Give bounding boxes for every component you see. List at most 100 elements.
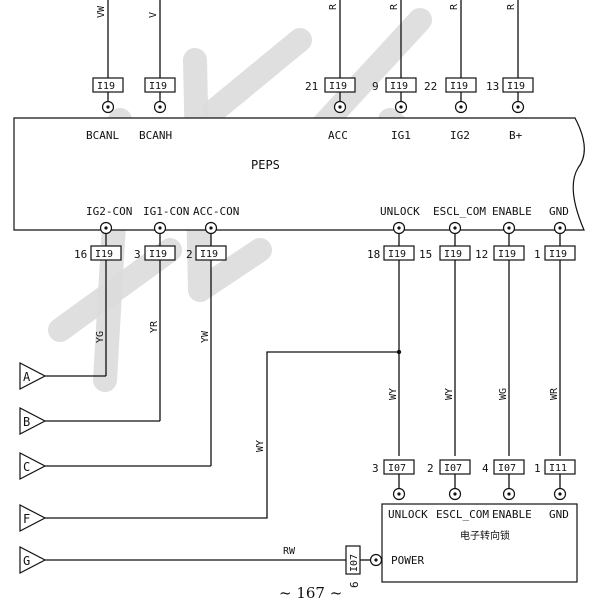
svg-text:I07: I07 <box>349 554 360 572</box>
svg-text:I19: I19 <box>95 249 113 260</box>
page-number: ~ 167 ~ <box>279 584 342 602</box>
svg-text:3: 3 <box>134 248 141 261</box>
bottom-pin-enable: ENABLE 12 I19 WG <box>475 205 532 456</box>
svg-text:WY: WY <box>388 388 399 400</box>
svg-text:9: 9 <box>372 80 379 93</box>
svg-text:UNLOCK: UNLOCK <box>388 508 428 521</box>
svg-text:I19: I19 <box>200 249 218 260</box>
terminal-b: B <box>19 407 47 435</box>
peps-module-box <box>13 117 585 231</box>
terminal-a: A <box>19 362 47 390</box>
svg-text:R: R <box>506 3 517 10</box>
svg-text:21: 21 <box>305 80 318 93</box>
svg-text:22: 22 <box>424 80 437 93</box>
svg-text:IG1: IG1 <box>391 129 411 142</box>
svg-text:I19: I19 <box>507 81 525 92</box>
svg-text:B+: B+ <box>509 129 523 142</box>
svg-text:RW: RW <box>283 546 296 557</box>
top-pin-acc: R 21 I19 ACC <box>305 0 356 142</box>
svg-text:12: 12 <box>475 248 488 261</box>
svg-text:YR: YR <box>149 320 160 333</box>
svg-text:I19: I19 <box>498 249 516 260</box>
svg-text:I19: I19 <box>329 81 347 92</box>
svg-text:BCANH: BCANH <box>139 129 172 142</box>
ecl-module-box <box>381 503 578 583</box>
svg-text:R: R <box>449 3 460 10</box>
svg-text:BCANL: BCANL <box>86 129 119 142</box>
svg-text:I19: I19 <box>97 81 115 92</box>
svg-text:4: 4 <box>482 462 489 475</box>
svg-text:2: 2 <box>427 462 434 475</box>
svg-text:6: 6 <box>348 581 361 588</box>
wy-feed-wire: WY <box>45 349 402 519</box>
svg-text:WY: WY <box>255 440 266 452</box>
svg-text:WG: WG <box>498 388 509 400</box>
svg-text:ENABLE: ENABLE <box>492 205 532 218</box>
svg-text:I19: I19 <box>388 249 406 260</box>
svg-text:VW: VW <box>96 5 107 18</box>
svg-text:I19: I19 <box>390 81 408 92</box>
svg-text:I19: I19 <box>149 81 167 92</box>
svg-text:I07: I07 <box>498 463 516 474</box>
ecl-pin-unlock: 3 I07 UNLOCK <box>372 459 428 521</box>
svg-text:ESCL_COM: ESCL_COM <box>436 508 489 521</box>
svg-text:R: R <box>389 3 400 10</box>
bottom-pin-ig1-con: IG1-CON 3 I19 YR <box>134 205 189 421</box>
svg-text:B: B <box>23 415 30 429</box>
bottom-pin-gnd: GND 1 I19 WR <box>534 205 576 456</box>
svg-text:2: 2 <box>186 248 193 261</box>
ecl-pin-enable: 4 I07 ENABLE <box>482 459 532 521</box>
svg-text:I11: I11 <box>549 463 567 474</box>
peps-label: PEPS <box>251 158 280 172</box>
svg-text:YW: YW <box>200 330 211 343</box>
svg-text:ACC-CON: ACC-CON <box>193 205 239 218</box>
svg-text:V: V <box>148 12 159 18</box>
svg-text:GND: GND <box>549 205 569 218</box>
svg-text:ENABLE: ENABLE <box>492 508 532 521</box>
svg-text:IG2: IG2 <box>450 129 470 142</box>
terminal-c: C <box>19 452 47 480</box>
svg-text:18: 18 <box>367 248 380 261</box>
bottom-pin-escl-com: ESCL_COM 15 I19 WY <box>419 205 486 456</box>
ecl-pin-escl-com: 2 I07 ESCL_COM <box>427 459 489 521</box>
svg-text:1: 1 <box>534 248 541 261</box>
top-pin-bcanl: VW I19 BCANL <box>86 0 124 142</box>
svg-text:3: 3 <box>372 462 379 475</box>
bottom-pin-ig2-con: IG2-CON 16 I19 YG <box>74 205 132 376</box>
svg-text:WY: WY <box>444 388 455 400</box>
svg-text:1: 1 <box>534 462 541 475</box>
ecl-pin-power: RW I07 6 POWER <box>45 545 424 588</box>
svg-text:16: 16 <box>74 248 87 261</box>
svg-text:G: G <box>23 554 30 568</box>
svg-text:F: F <box>23 512 30 526</box>
terminal-f: F <box>19 504 47 532</box>
svg-text:ACC: ACC <box>328 129 348 142</box>
bottom-pin-unlock: UNLOCK 18 I19 WY <box>367 205 420 456</box>
top-pin-bcanh: V I19 BCANH <box>139 0 176 142</box>
top-pin-ig1: R 9 I19 IG1 <box>372 0 417 142</box>
svg-text:I07: I07 <box>388 463 406 474</box>
svg-text:I19: I19 <box>149 249 167 260</box>
svg-text:R: R <box>328 3 339 10</box>
top-pin-ig2: R 22 I19 IG2 <box>424 0 477 142</box>
svg-text:POWER: POWER <box>391 554 424 567</box>
svg-text:I07: I07 <box>444 463 462 474</box>
svg-text:I19: I19 <box>444 249 462 260</box>
svg-text:YG: YG <box>95 331 106 343</box>
svg-text:15: 15 <box>419 248 432 261</box>
top-pin-bplus: R 13 I19 B+ <box>486 0 534 142</box>
svg-text:C: C <box>23 460 30 474</box>
svg-text:13: 13 <box>486 80 499 93</box>
svg-text:I19: I19 <box>450 81 468 92</box>
svg-text:WR: WR <box>549 387 560 400</box>
bottom-pin-acc-con: ACC-CON 2 I19 YW <box>186 205 239 466</box>
svg-text:UNLOCK: UNLOCK <box>380 205 420 218</box>
svg-text:I19: I19 <box>549 249 567 260</box>
terminal-g: G <box>19 546 47 574</box>
svg-text:A: A <box>23 370 31 384</box>
svg-text:IG1-CON: IG1-CON <box>143 205 189 218</box>
ecl-label: 电子转向锁 <box>460 529 510 542</box>
svg-text:GND: GND <box>549 508 569 521</box>
svg-text:ESCL_COM: ESCL_COM <box>433 205 486 218</box>
